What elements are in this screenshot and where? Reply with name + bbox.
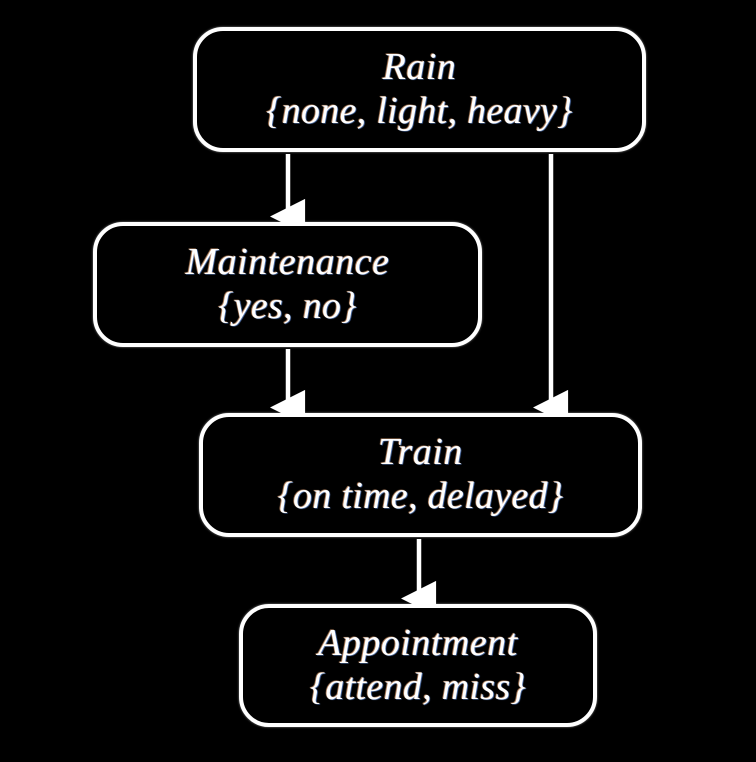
node-maintenance-label: Maintenance (185, 240, 390, 283)
node-maintenance[interactable]: Maintenance {yes, no} (93, 222, 482, 347)
node-rain[interactable]: Rain {none, light, heavy} (193, 27, 646, 152)
node-appointment-label: Appointment (318, 621, 518, 664)
node-appointment-states: {attend, miss} (309, 665, 527, 708)
node-train-states: {on time, delayed} (277, 475, 564, 517)
node-maintenance-states: {yes, no} (218, 284, 357, 327)
node-train-label: Train (378, 431, 463, 474)
node-rain-label: Rain (382, 45, 457, 88)
node-appointment[interactable]: Appointment {attend, miss} (239, 604, 597, 727)
node-rain-states: {none, light, heavy} (266, 89, 573, 132)
node-train[interactable]: Train {on time, delayed} (199, 413, 642, 537)
